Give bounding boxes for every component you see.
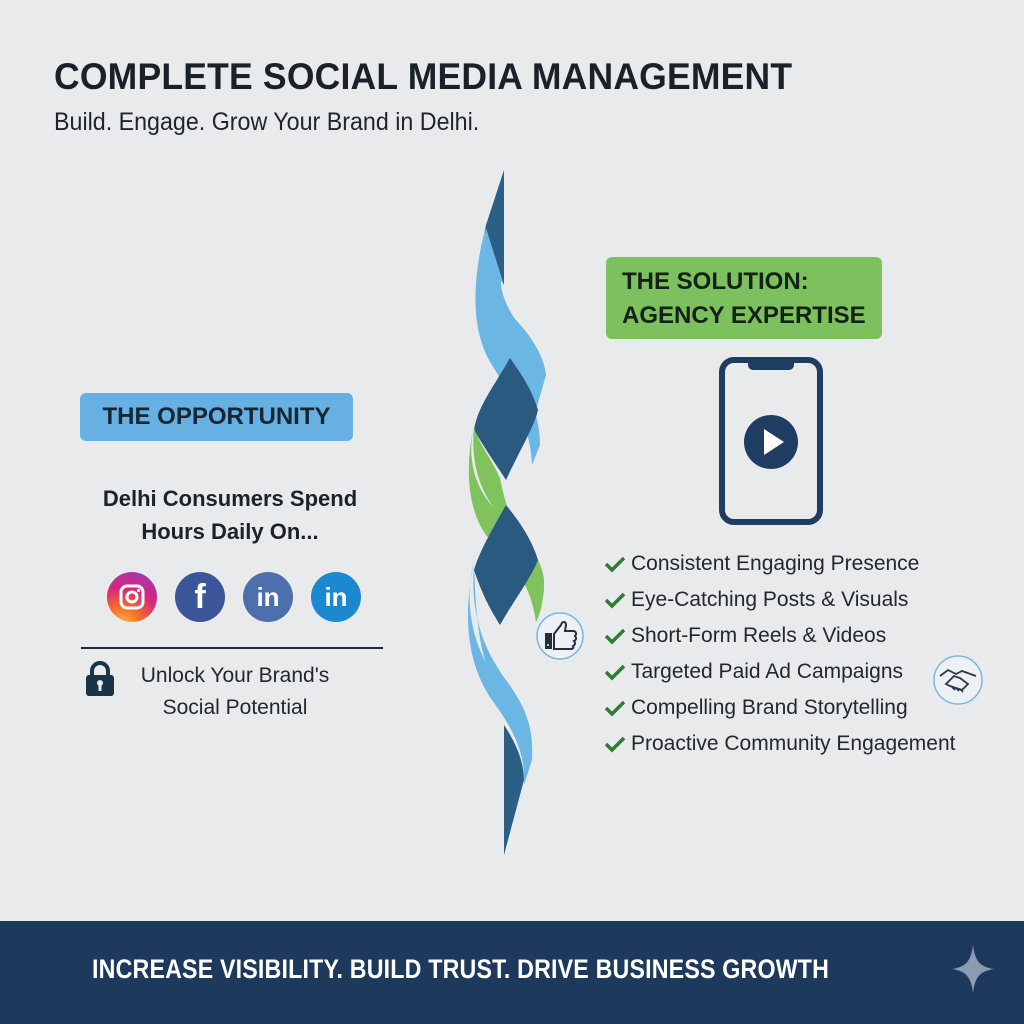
opportunity-text-line2: Hours Daily On...: [141, 519, 319, 544]
solution-badge: THE SOLUTION: AGENCY EXPERTISE: [606, 257, 882, 339]
thumbs-up-icon: [536, 612, 584, 660]
unlock-text: Unlock Your Brand's Social Potential: [120, 660, 350, 724]
page-subtitle: Build. Engage. Grow Your Brand in Delhi.: [54, 108, 480, 136]
unlock-text-line2: Social Potential: [162, 696, 308, 719]
solution-badge-line2: AGENCY EXPERTISE: [622, 302, 866, 329]
phone-play-icon: [719, 357, 823, 525]
unlock-text-line1: Unlock Your Brand's: [140, 664, 330, 687]
feature-item: Short-Form Reels & Videos: [604, 618, 956, 654]
ribbon-divider-icon: [468, 170, 546, 855]
feature-item: Eye-Catching Posts & Visuals: [604, 582, 956, 618]
footer-tagline: INCREASE VISIBILITY. BUILD TRUST. DRIVE …: [92, 954, 830, 984]
linkedin-icon: in: [311, 572, 361, 622]
lock-icon: [86, 661, 114, 696]
check-icon: [604, 628, 626, 645]
footer-banner: [0, 921, 1024, 1024]
opportunity-text-line1: Delhi Consumers Spend: [102, 486, 358, 511]
check-icon: [604, 556, 626, 573]
section-divider: [81, 647, 383, 649]
solution-badge-line1: THE SOLUTION:: [622, 268, 809, 295]
feature-item: Compelling Brand Storytelling: [604, 690, 956, 726]
feature-list: Consistent Engaging Presence Eye-Catchin…: [604, 546, 956, 762]
check-icon: [604, 664, 626, 681]
check-icon: [604, 700, 626, 717]
instagram-icon: [107, 572, 157, 622]
opportunity-text: Delhi Consumers Spend Hours Daily On...: [70, 482, 390, 548]
feature-item: Targeted Paid Ad Campaigns: [604, 654, 956, 690]
feature-item: Consistent Engaging Presence: [604, 546, 956, 582]
linkedin-icon: in: [243, 572, 293, 622]
social-icons-row: f in in: [107, 572, 361, 622]
check-icon: [604, 592, 626, 609]
facebook-icon: f: [175, 572, 225, 622]
sparkle-icon: [952, 945, 994, 993]
handshake-icon: [933, 655, 983, 705]
feature-item: Proactive Community Engagement: [604, 726, 956, 762]
page-title: COMPLETE SOCIAL MEDIA MANAGEMENT: [54, 56, 793, 97]
opportunity-badge: THE OPPORTUNITY: [80, 393, 353, 441]
check-icon: [604, 736, 626, 753]
